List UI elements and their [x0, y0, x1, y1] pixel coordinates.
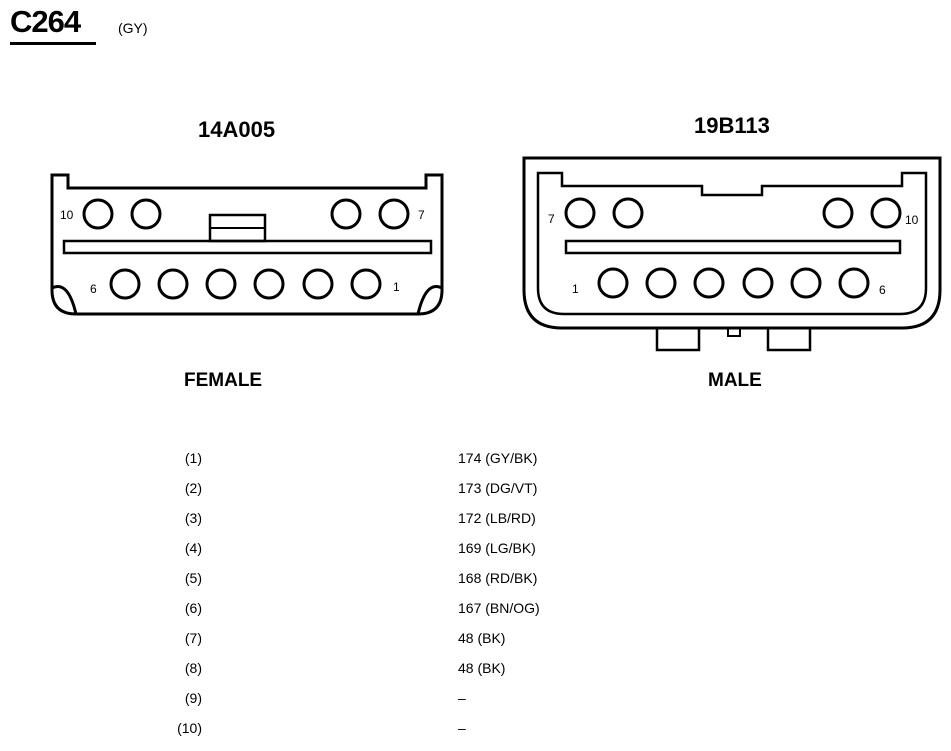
- female-connector-face: [50, 173, 444, 316]
- pin-number: (1): [184, 450, 202, 466]
- pin-number: (10): [177, 720, 202, 736]
- pin-wire: 172 (LB/RD): [458, 510, 536, 526]
- pin-wire: 48 (BK): [458, 660, 506, 676]
- female-pin-label-top-right: 7: [418, 208, 425, 222]
- pin-number: (7): [184, 630, 202, 646]
- male-pin-label-bottom-right: 6: [879, 283, 886, 297]
- pin-wire: –: [458, 720, 466, 736]
- pin-wire: 168 (RD/BK): [458, 570, 538, 586]
- female-pin-label-bottom-left: 6: [90, 282, 97, 296]
- female-label: FEMALE: [184, 370, 263, 391]
- male-connector-face: [522, 156, 942, 352]
- pin-number: (4): [184, 540, 202, 556]
- male-part-number: 19B113: [694, 113, 770, 138]
- male-pin-label-bottom-left: 1: [572, 282, 579, 296]
- pin-number: (8): [184, 660, 202, 676]
- pin-number: (3): [184, 510, 202, 526]
- connector-id: C264: [10, 4, 81, 39]
- male-pin-label-top-left: 7: [548, 212, 555, 226]
- female-part-number: 14A005: [198, 117, 276, 142]
- connector-color: (GY): [118, 20, 148, 36]
- male-pin-label-top-right: 10: [905, 213, 919, 227]
- pin-wire: 48 (BK): [458, 630, 506, 646]
- pin-wire: –: [458, 690, 466, 706]
- female-pin-label-top-left: 10: [60, 208, 74, 222]
- pin-number: (9): [184, 690, 202, 706]
- pin-wire: 167 (BN/OG): [458, 600, 540, 616]
- pin-wire: 174 (GY/BK): [458, 450, 538, 466]
- pin-number: (2): [184, 480, 202, 496]
- male-label: MALE: [708, 370, 762, 391]
- pin-number: (5): [184, 570, 202, 586]
- connector-id-underline: [10, 42, 96, 45]
- pin-wire: 173 (DG/VT): [458, 480, 538, 496]
- pin-wire: 169 (LG/BK): [458, 540, 536, 556]
- female-pin-label-bottom-right: 1: [393, 280, 400, 294]
- pin-number: (6): [184, 600, 202, 616]
